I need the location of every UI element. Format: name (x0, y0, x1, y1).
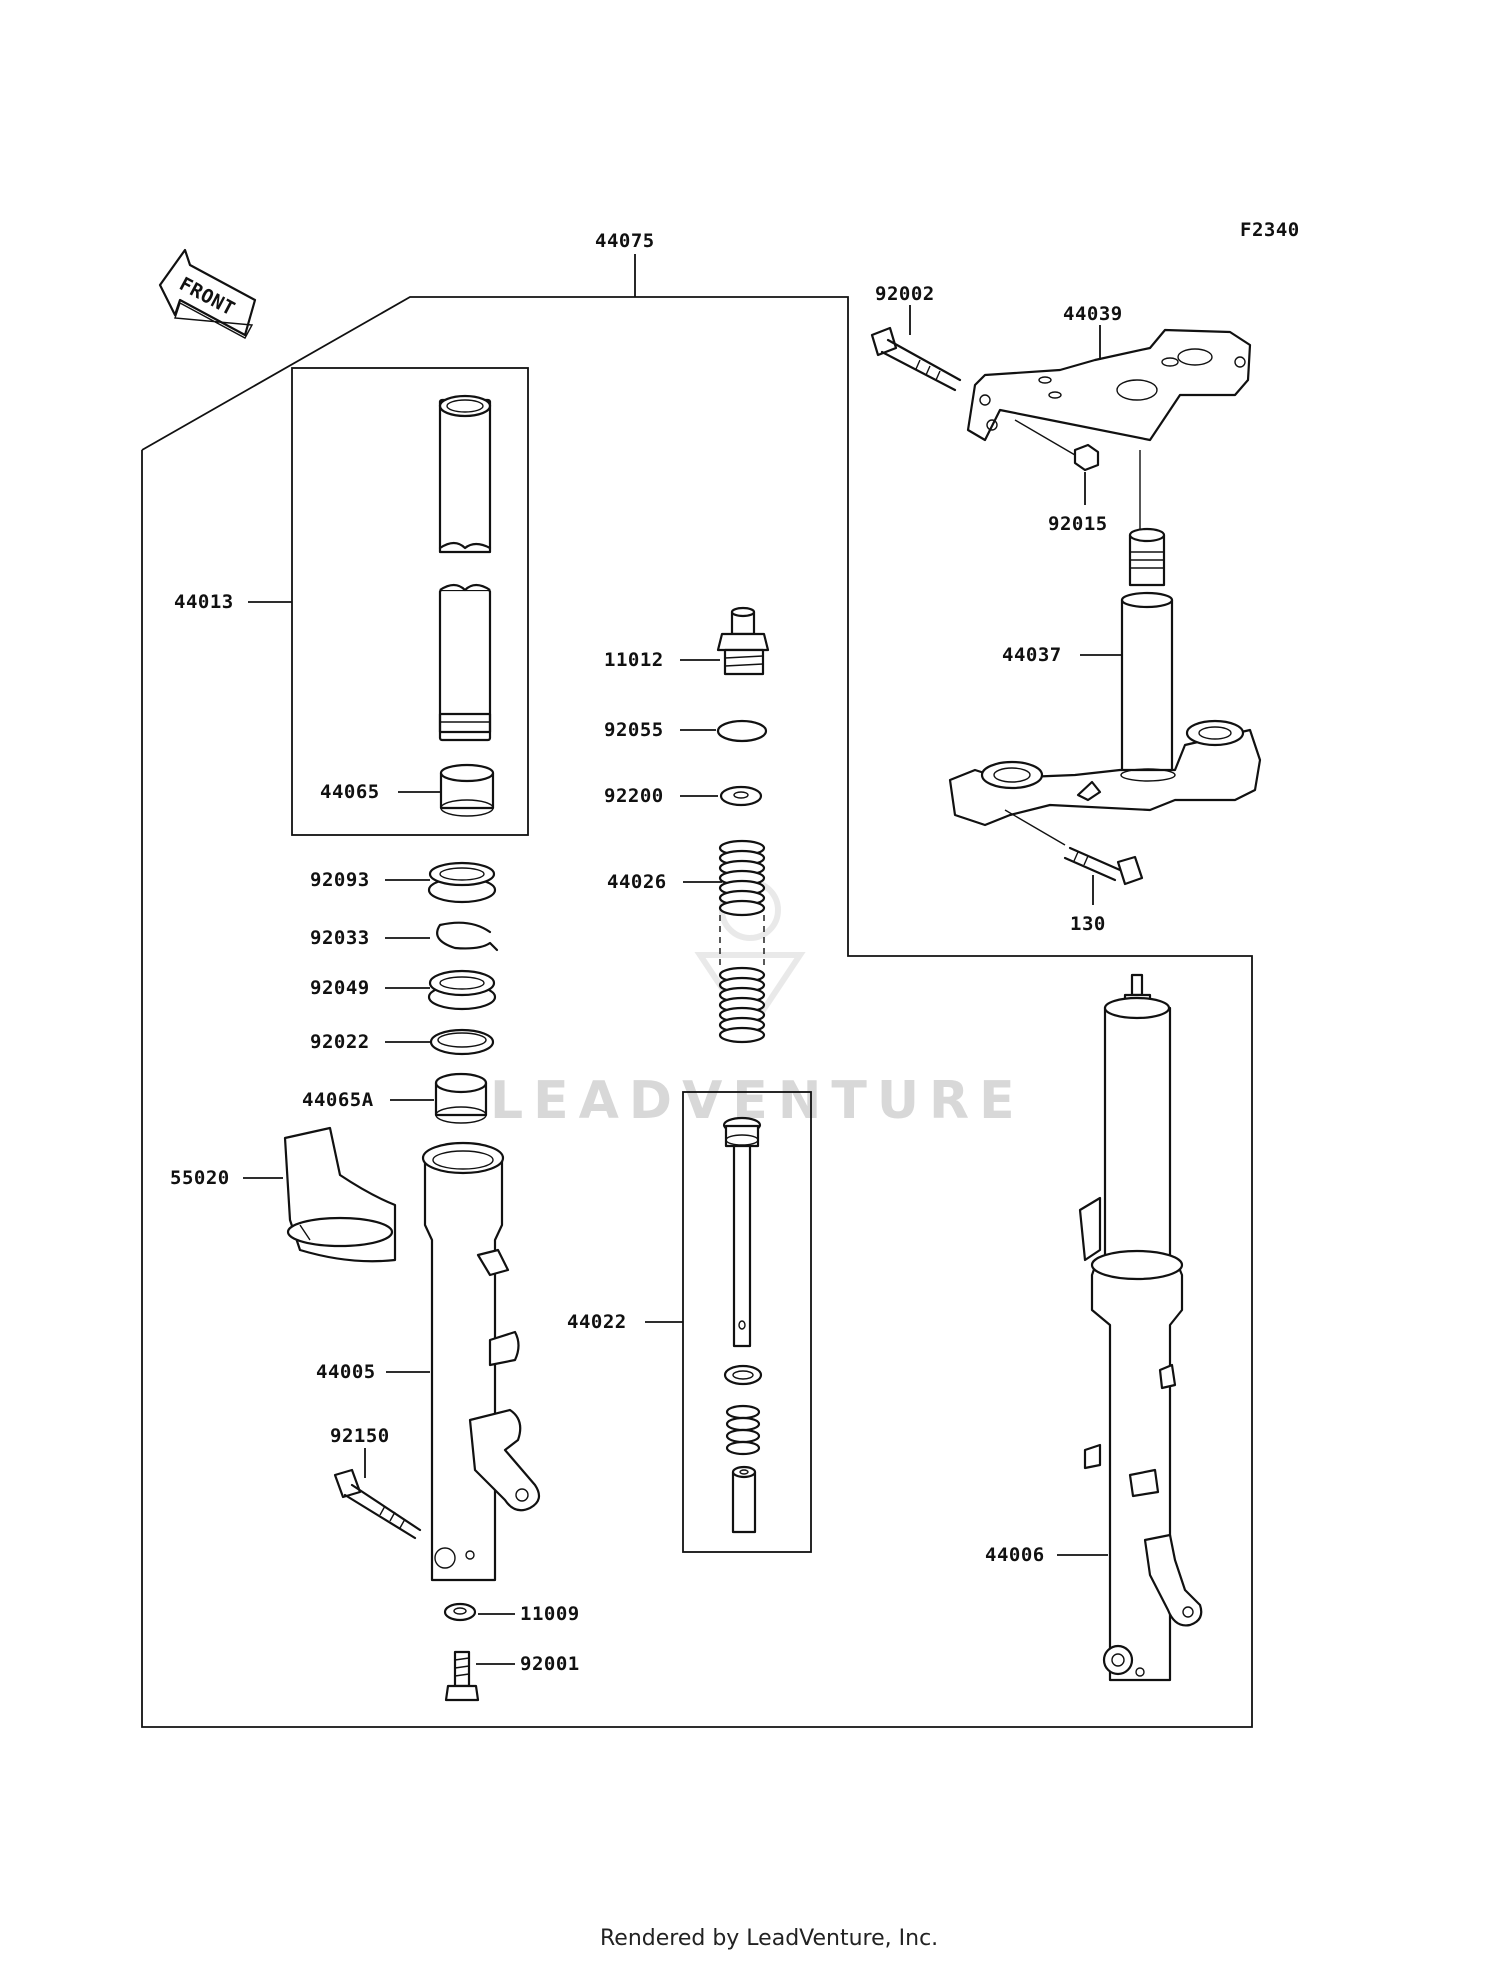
fork-guard-55020 (283, 1126, 397, 1263)
label-11009: 11009 (520, 1603, 580, 1625)
label-44026: 44026 (607, 871, 667, 893)
oil-seal-92049 (427, 969, 497, 1011)
label-92150: 92150 (330, 1425, 390, 1447)
label-44065A: 44065A (302, 1089, 374, 1111)
o-ring-92055 (716, 719, 768, 743)
box-44013 (291, 367, 529, 836)
bolt-92002 (870, 326, 962, 392)
nut-92015 (1014, 419, 1100, 472)
assembly-outline-44075 (141, 296, 1253, 1728)
retaining-clip-92033 (436, 921, 499, 952)
label-130: 130 (1070, 913, 1106, 935)
bolt-92001 (444, 1650, 480, 1702)
label-44006: 44006 (985, 1544, 1045, 1566)
outer-tube-left-44005 (421, 1141, 541, 1582)
fork-assembly-right-44006 (1078, 973, 1203, 1682)
dust-seal-92093 (427, 861, 497, 904)
label-44065: 44065 (320, 781, 380, 803)
label-92015: 92015 (1048, 513, 1108, 535)
inner-tube-44013 (438, 394, 492, 742)
spring-44026 (718, 839, 766, 1044)
label-92033: 92033 (310, 927, 370, 949)
label-44022: 44022 (567, 1311, 627, 1333)
label-55020: 55020 (170, 1167, 230, 1189)
footer-credit: Rendered by LeadVenture, Inc. (600, 1926, 938, 1951)
label-92055: 92055 (604, 719, 664, 741)
label-92002: 92002 (875, 283, 935, 305)
label-44039: 44039 (1063, 303, 1123, 325)
stem-lower-bracket-44037 (948, 450, 1262, 827)
cap-bolt-11012 (716, 606, 770, 676)
bolt-130 (1004, 809, 1144, 886)
label-44075: 44075 (595, 230, 655, 252)
label-92001: 92001 (520, 1653, 580, 1675)
label-44013: 44013 (174, 591, 234, 613)
diagram-code: F2340 (1240, 219, 1300, 241)
label-92200: 92200 (604, 785, 664, 807)
washer-92200 (719, 785, 763, 807)
bushing-44065A (434, 1072, 488, 1124)
label-92022: 92022 (310, 1031, 370, 1053)
label-92093: 92093 (310, 869, 370, 891)
label-92049: 92049 (310, 977, 370, 999)
damper-rod-44022 (722, 1116, 763, 1534)
front-arrow-icon: FRONT (158, 248, 257, 339)
label-11012: 11012 (604, 649, 664, 671)
washer-92022 (429, 1028, 495, 1056)
bolt-92150 (333, 1468, 422, 1540)
label-44037: 44037 (1002, 644, 1062, 666)
bushing-44065 (439, 763, 495, 817)
upper-bracket-44039 (966, 328, 1252, 442)
label-44005: 44005 (316, 1361, 376, 1383)
gasket-11009 (443, 1602, 477, 1622)
